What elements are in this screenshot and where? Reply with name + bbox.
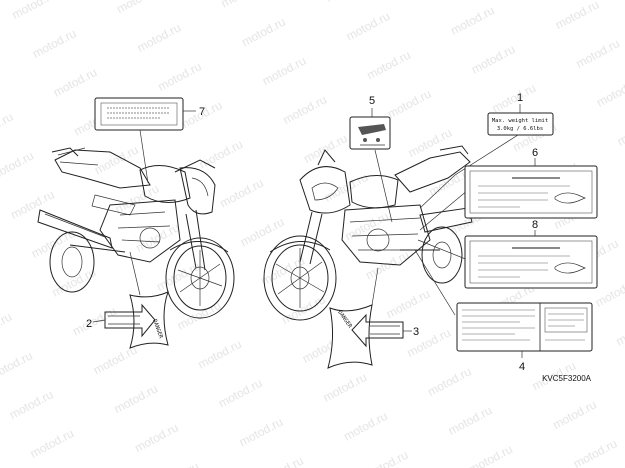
- callout-number-3: 3: [413, 326, 419, 338]
- label-8-plate: [464, 230, 598, 289]
- callout-number-8: 8: [532, 219, 538, 231]
- label-1-weight-limit: Max. weight limit 3.0kg / 6.6lbs: [487, 104, 554, 136]
- label-7-plate: [94, 97, 196, 184]
- label-4-info-plate: [456, 302, 593, 358]
- label-1-line1: Max. weight limit: [492, 118, 548, 124]
- callout-number-6: 6: [532, 147, 538, 159]
- label-2-danger-sticker: DANGER: [92, 291, 169, 349]
- figure-code: KVC5F3200A: [542, 374, 592, 383]
- callout-number-5: 5: [369, 95, 375, 107]
- right-motorcycle-illustration: [263, 134, 519, 321]
- callout-number-2: 2: [86, 318, 92, 330]
- label-3-danger-sticker: DANGER: [327, 304, 412, 369]
- callout-number-7: 7: [199, 106, 205, 118]
- callout-number-1: 1: [517, 92, 523, 104]
- label-5-pictogram: [349, 108, 391, 150]
- label-1-line2: 3.0kg / 6.6lbs: [497, 126, 543, 132]
- left-motorcycle-illustration: [37, 147, 235, 319]
- label-6-plate: [464, 158, 598, 219]
- callout-number-4: 4: [519, 361, 525, 373]
